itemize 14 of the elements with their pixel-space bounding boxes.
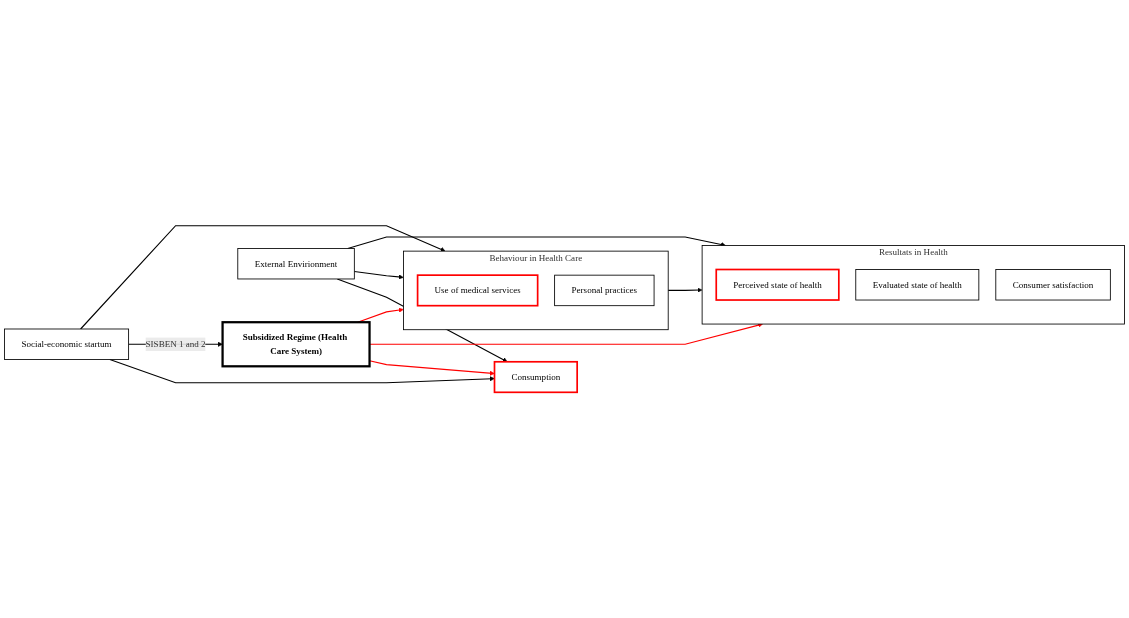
- edge-label: SISBEN 1 and 2: [145, 339, 206, 349]
- node-box: Evaluated state of health: [855, 269, 980, 301]
- arrow: [80, 225, 446, 330]
- arrow: [667, 287, 703, 293]
- node-box: External Envirionment: [237, 248, 355, 280]
- node-box: Subsidized Regime (Health Care System): [221, 321, 371, 368]
- node-box: Consumer satisfaction: [995, 269, 1111, 301]
- node-box: Consumption: [493, 360, 578, 394]
- arrow: [353, 270, 404, 280]
- node-box: Use of medical services: [416, 274, 539, 307]
- node-box: Social-economic startum: [4, 328, 130, 360]
- node-box: Perceived state of health: [715, 268, 840, 301]
- arrow: [109, 358, 495, 384]
- node-box: Personal practices: [554, 274, 655, 307]
